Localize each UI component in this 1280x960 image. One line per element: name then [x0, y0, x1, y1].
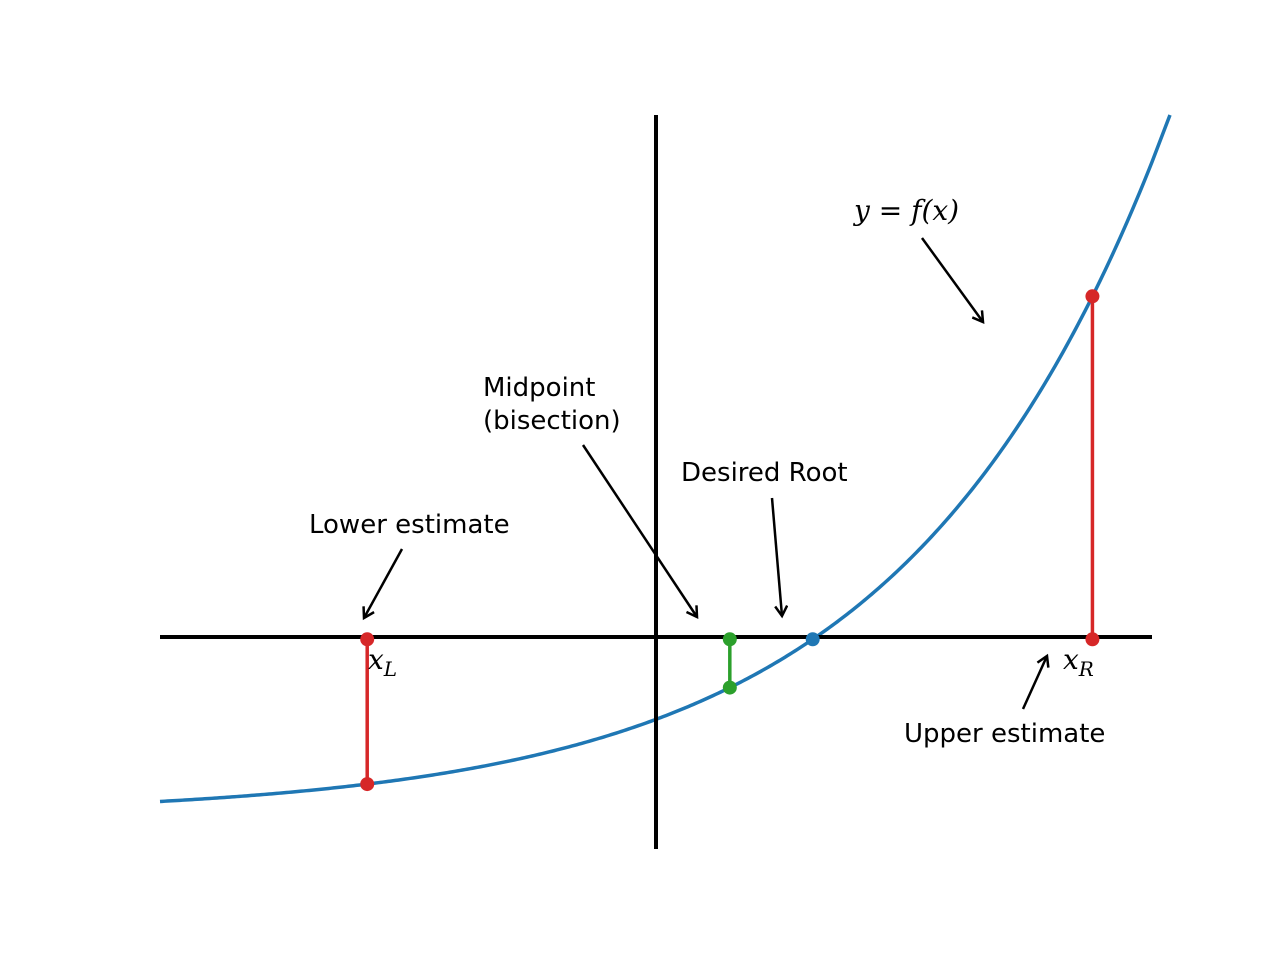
curve-label-arrow [920, 237, 983, 322]
lower-estimate-curve-point [360, 777, 375, 792]
midpoint-axis-point [722, 632, 737, 647]
x-upper-label: xR [1063, 643, 1094, 681]
annotation-arrows [364, 237, 1047, 710]
midpoint-label-line1: Midpoint [483, 373, 595, 403]
lower-estimate-label: Lower estimate [309, 510, 510, 540]
midpoint-label-line2: (bisection) [483, 406, 621, 436]
upper-estimate-arrow [1021, 656, 1047, 710]
desired-root-arrow [770, 497, 782, 616]
upper-estimate-curve-point [1085, 289, 1100, 304]
upper-estimate-axis-point [1085, 632, 1100, 647]
function-curve [159, 114, 1172, 804]
midpoint-arrow [581, 444, 697, 617]
lower-estimate-arrow [364, 548, 404, 618]
upper-estimate-label: Upper estimate [904, 719, 1105, 749]
curve-label: y = f(x) [852, 194, 959, 227]
root-point [805, 632, 820, 647]
midpoint-curve-point [722, 680, 737, 695]
desired-root-label: Desired Root [681, 458, 848, 488]
lower-estimate-axis-point [360, 632, 375, 647]
x-lower-label: xL [368, 643, 397, 681]
